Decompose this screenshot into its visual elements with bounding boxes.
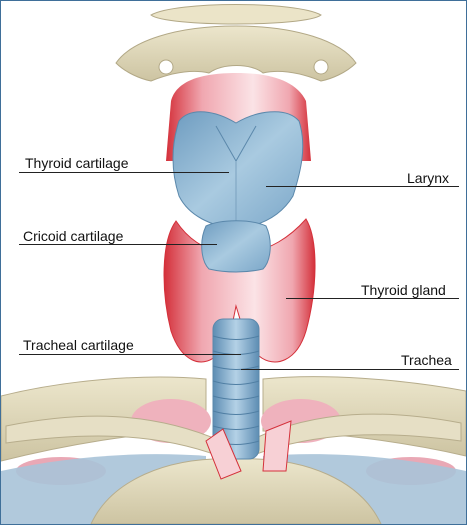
leader-tracheal-cartilage (19, 354, 241, 355)
thyroid-cartilage-shape (173, 112, 303, 229)
leader-cricoid-cartilage (19, 244, 217, 245)
leader-larynx (266, 186, 459, 187)
hyoid-hole-left (159, 60, 173, 74)
label-larynx: Larynx (407, 170, 449, 186)
label-tracheal-cartilage: Tracheal cartilage (23, 337, 134, 353)
cricoid-cartilage-shape (202, 221, 271, 272)
hyoid-upper (151, 5, 321, 25)
leader-thyroid-cartilage (19, 172, 229, 173)
hyoid-hole-right (314, 60, 328, 74)
label-thyroid-gland: Thyroid gland (361, 282, 446, 298)
label-cricoid-cartilage: Cricoid cartilage (23, 228, 123, 244)
leader-thyroid-gland (286, 298, 459, 299)
label-thyroid-cartilage: Thyroid cartilage (25, 155, 129, 171)
label-trachea: Trachea (401, 352, 452, 368)
leader-trachea (241, 369, 459, 370)
